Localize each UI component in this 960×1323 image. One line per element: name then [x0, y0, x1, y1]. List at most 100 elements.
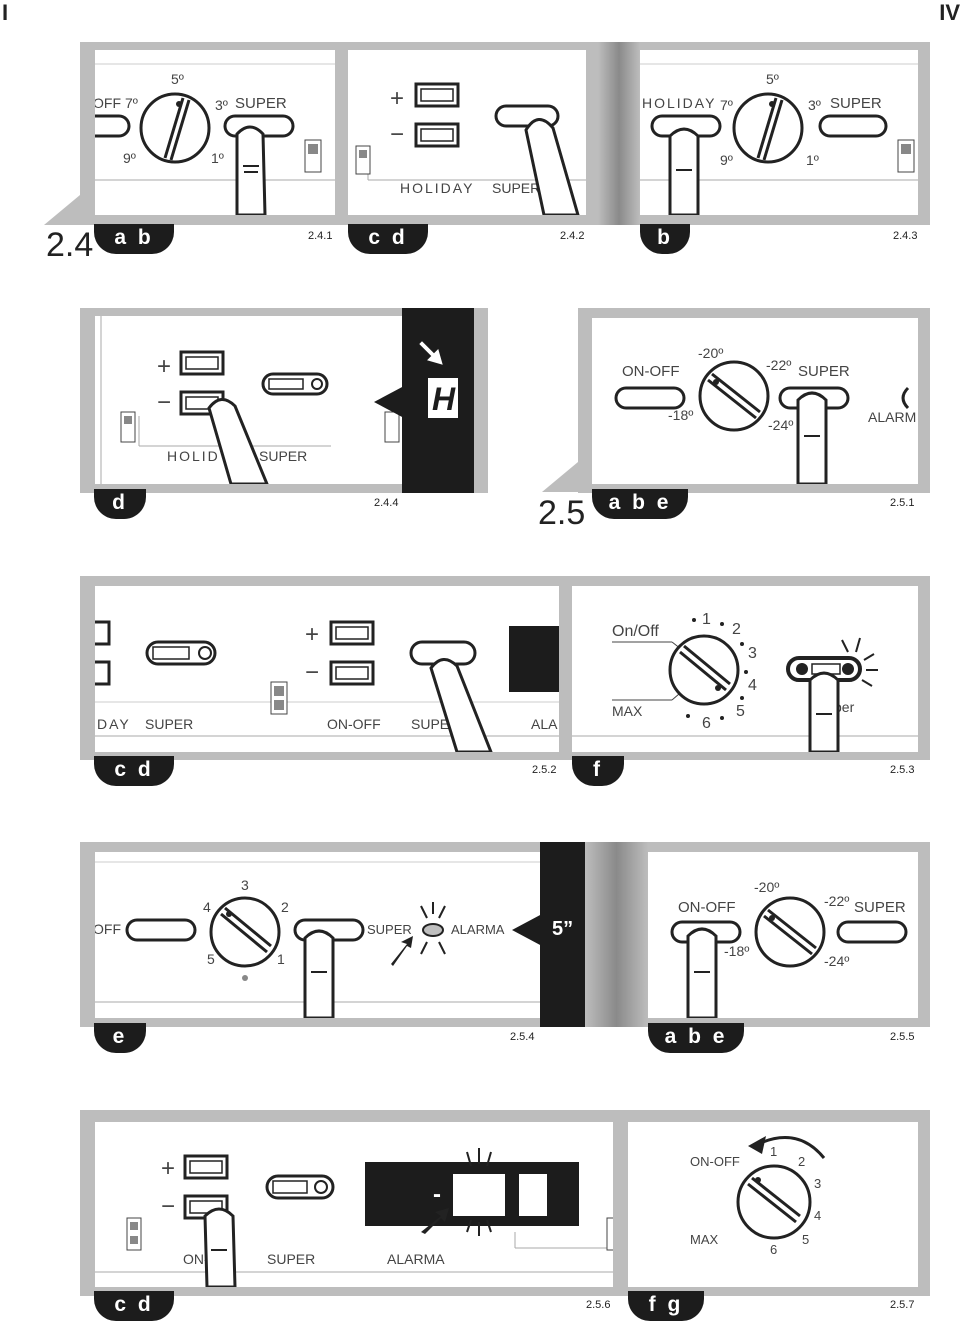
label-super: SUPER [830, 95, 882, 112]
thermostat-knob[interactable] [139, 92, 211, 164]
figure-number-2-5-6: 2.5.6 [586, 1299, 611, 1311]
label-on-cut: ON- [183, 1251, 209, 1267]
panel-tab-2-5-2: c d [94, 756, 174, 786]
panel-tab-2-5-7: f g [628, 1291, 704, 1321]
thermostat-knob[interactable] [736, 1164, 812, 1240]
panel-tab-2-4-1: a b [94, 224, 174, 254]
super-button[interactable] [818, 114, 888, 138]
timer-callout: 5” [540, 842, 585, 1027]
digital-display [428, 378, 458, 418]
temp-3: 3º [215, 97, 228, 113]
num-6: 6 [702, 715, 711, 732]
temp-minus-22: -22º [766, 357, 791, 373]
panel-2-5-7: ON-OFF MAX 1 2 3 4 5 6 [628, 1122, 918, 1287]
label-on-off: ON-OFF [690, 1154, 740, 1169]
panel-2-5-3: On/Off MAX 1 2 3 4 5 6 per [572, 586, 918, 752]
super-button[interactable] [265, 1174, 335, 1200]
label-on-off: ON-OFF [327, 716, 381, 732]
num-2: 2 [281, 899, 289, 915]
figure-number-2-4-4: 2.4.4 [374, 497, 399, 509]
panel-2-5-1: ON-OFF -20º -22º SUPER -18º -24º ALARM [592, 318, 918, 484]
panel-2-5-6-drawing: + − ON- SUPER ALARMA - [95, 1148, 613, 1287]
temp-9: 9º [720, 152, 733, 168]
figure-number-2-4-1: 2.4.1 [308, 230, 333, 242]
display-callout: H [402, 308, 474, 493]
super-button[interactable] [145, 640, 217, 666]
temp-minus-22: -22º [824, 893, 849, 909]
plus-button[interactable] [179, 350, 225, 376]
plus-sign: + [390, 85, 404, 112]
onoff-button[interactable] [614, 386, 686, 410]
super-button[interactable] [261, 372, 329, 396]
label-super: SUPER [267, 1251, 315, 1267]
panel-2-4-4: + − HOLID SUPER [95, 316, 403, 484]
label-holiday: HOLIDAY [642, 95, 716, 111]
finger-pressing-icon [203, 1207, 237, 1287]
section-wedge-2-5 [542, 452, 590, 492]
finger-pressing-icon [686, 927, 718, 1018]
scale-dots [686, 618, 748, 720]
minus-button[interactable] [414, 122, 460, 148]
label-super: SUPER [854, 899, 906, 916]
finger-pressing-icon [808, 671, 840, 752]
temp-1: 1º [806, 152, 819, 168]
num-1: 1 [770, 1144, 777, 1159]
panel-2-4-4-drawing: + − HOLID SUPER [100, 316, 400, 484]
label-on-off-mixed: On/Off [612, 623, 659, 640]
panel-2-5-3-drawing: On/Off MAX 1 2 3 4 5 6 per [572, 611, 918, 752]
label-max: MAX [690, 1232, 719, 1247]
figure-number-2-5-5: 2.5.5 [890, 1031, 915, 1043]
label-super: SUPER [145, 716, 193, 732]
label-on-off: ON-OFF [622, 363, 680, 380]
label-super: SUPER [367, 922, 412, 937]
num-6: 6 [770, 1242, 777, 1257]
num-2: 2 [732, 621, 741, 638]
temp-minus-24: -24º [824, 953, 849, 969]
minus-button[interactable] [329, 660, 375, 686]
panel-tab-2-4-4: d [94, 489, 146, 519]
temp-7: 7º [720, 97, 733, 113]
label-off: OFF [95, 95, 121, 111]
callout-pointer [512, 914, 542, 946]
super-button[interactable] [836, 920, 908, 944]
temp-minus-18: -18º [724, 943, 749, 959]
num-5: 5 [802, 1232, 809, 1247]
thermostat-knob[interactable] [698, 360, 770, 432]
callout-pointer [374, 386, 404, 418]
num-4: 4 [814, 1208, 821, 1223]
alarm-led [422, 923, 444, 937]
panel-tab-2-5-1: a b e [592, 489, 688, 519]
temp-minus-20: -20º [754, 879, 779, 895]
minus-sign: − [390, 121, 404, 148]
onoff-button[interactable] [125, 918, 197, 942]
display-digit-2 [519, 1174, 547, 1216]
plus-sign: + [157, 353, 171, 380]
plus-button[interactable] [183, 1154, 229, 1180]
panel-tab-2-4-3: b [640, 224, 690, 254]
temp-minus-20: -20º [698, 345, 723, 361]
display-block [509, 626, 559, 692]
panel-2-4-3-drawing: HOLIDAY 7º 5º 3º SUPER 9º 1º [640, 63, 918, 215]
label-alarma: ALARMA [387, 1251, 445, 1267]
arrow-icon [419, 341, 443, 365]
finger-pressing-icon [303, 929, 335, 1018]
onoff-button[interactable] [95, 114, 131, 138]
temp-7: 7º [125, 95, 138, 111]
label-super-cut: SUPE [411, 716, 449, 732]
section-number-2-5: 2.5 [538, 494, 586, 532]
thermostat-knob[interactable] [209, 896, 281, 968]
thermostat-knob[interactable] [668, 634, 740, 706]
num-4: 4 [203, 899, 211, 915]
label-max: MAX [612, 703, 643, 719]
figure-number-2-5-4: 2.5.4 [510, 1031, 535, 1043]
plus-button[interactable] [329, 620, 375, 646]
display-value: H [432, 381, 456, 417]
plus-button[interactable] [414, 82, 460, 108]
num-3: 3 [748, 645, 757, 662]
panel-2-5-5: ON-OFF -20º -22º SUPER -18º -24º [648, 852, 918, 1018]
num-4: 4 [748, 677, 757, 694]
num-3: 3 [814, 1176, 821, 1191]
panel-tab-2-4-2: c d [348, 224, 428, 254]
thermostat-knob[interactable] [732, 92, 804, 164]
thermostat-knob[interactable] [754, 896, 826, 968]
